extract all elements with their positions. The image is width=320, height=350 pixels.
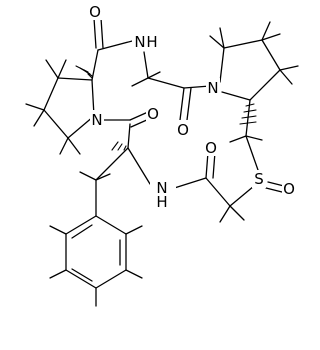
atom-label-h-amide-bottom: H [156,193,167,211]
hydrogen-stubs [25,21,299,307]
atom-label-n-amide-bottom: N [156,179,167,197]
atom-labels: O N H N N O O O N H S O [88,3,296,211]
atom-label-h-amide-top: H [146,33,157,51]
atom-label-o-right-amide: O [205,139,217,157]
atom-label-o-mid-left: O [147,105,159,123]
atom-label-n-amide-top: N [134,33,145,51]
atom-label-o-top: O [89,3,101,21]
stereo-wedges [75,65,257,151]
atom-label-o-mid-right: O [177,121,189,139]
atom-label-n-right-proline: N [207,79,218,97]
atom-label-o-sulfoxide: O [283,180,295,198]
atom-label-n-left-proline: N [91,111,102,129]
bond-skeleton [43,17,285,289]
atom-label-s-sulfoxide: S [254,170,264,188]
